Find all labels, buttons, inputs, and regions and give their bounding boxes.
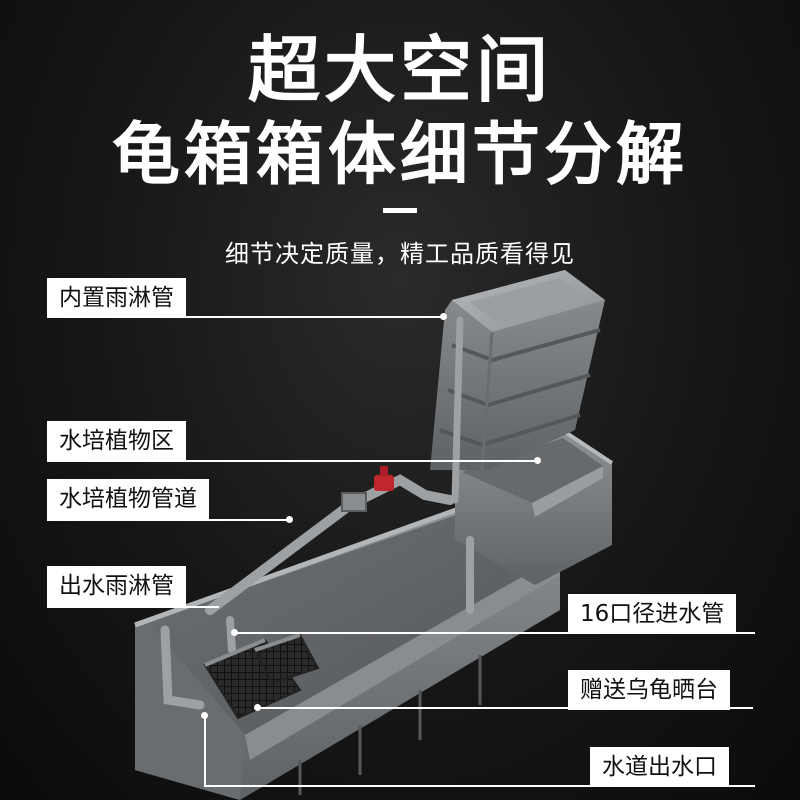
red-valve bbox=[374, 466, 394, 491]
pipe-joint bbox=[341, 492, 367, 512]
callout-hydro-area: 水培植物区 bbox=[47, 421, 186, 461]
headline-line-2: 龟箱箱体细节分解 bbox=[111, 116, 688, 195]
basking-platform bbox=[203, 633, 320, 720]
leader-basking bbox=[258, 707, 753, 709]
callout-basking: 赠送乌龟晒台 bbox=[568, 670, 730, 710]
leader-rain-pipe bbox=[47, 316, 443, 318]
callout-inlet: 16口径进水管 bbox=[568, 594, 737, 634]
leader-dot bbox=[286, 516, 293, 523]
leader-dot bbox=[231, 629, 238, 636]
leader-hydro-area bbox=[47, 460, 537, 462]
callout-outlet: 水道出水口 bbox=[590, 747, 729, 787]
leader-inlet bbox=[235, 632, 755, 634]
leader-outlet-horizontal bbox=[205, 785, 755, 787]
divider-dash bbox=[383, 208, 417, 213]
leader-hydro-pipe bbox=[47, 519, 289, 521]
leader-out-rain bbox=[47, 606, 219, 608]
callout-rain-pipe: 内置雨淋管 bbox=[47, 278, 186, 318]
stacked-tower bbox=[430, 270, 605, 471]
subtitle: 细节决定质量，精工品质看得见 bbox=[225, 240, 575, 268]
leader-dot bbox=[254, 704, 261, 711]
leader-dot bbox=[201, 712, 208, 719]
callout-out-rain: 出水雨淋管 bbox=[47, 566, 186, 606]
leader-dot bbox=[440, 313, 447, 320]
callout-hydro-pipe: 水培植物管道 bbox=[47, 479, 209, 519]
pipes bbox=[160, 316, 474, 710]
leader-dot bbox=[534, 457, 541, 464]
leader-outlet-vertical bbox=[204, 715, 206, 787]
headline-line-1: 超大空间 bbox=[247, 28, 552, 112]
